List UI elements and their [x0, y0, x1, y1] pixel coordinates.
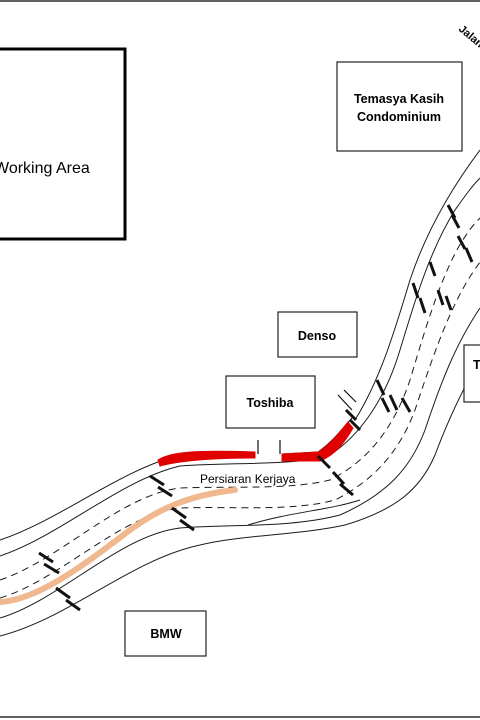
bmw-label: BMW	[150, 627, 181, 641]
temasya-kasih-box: Temasya Kasih Condominium	[336, 61, 463, 152]
working-area-box: Working Area	[0, 47, 127, 241]
traffic-markers	[38, 204, 474, 612]
partial-t-label: T	[473, 358, 480, 372]
jalan-label: Jalan	[456, 23, 480, 50]
denso-label: Denso	[298, 329, 337, 343]
toshiba-label: Toshiba	[247, 396, 295, 410]
bmw-box: BMW	[124, 610, 207, 657]
orange-highlight-route	[0, 487, 238, 605]
temasya-label-line1: Temasya Kasih	[354, 92, 444, 106]
partial-t-box: T	[463, 344, 480, 403]
toshiba-box: Toshiba	[225, 375, 316, 429]
street-label: Persiaran Kerjaya	[200, 472, 296, 486]
red-highlight-segments	[157, 421, 354, 467]
road-edges	[0, 149, 480, 637]
denso-box: Denso	[277, 311, 358, 358]
temasya-label-line2: Condominium	[357, 110, 441, 124]
entrance-markers	[257, 389, 357, 454]
working-area-label: Working Area	[0, 160, 90, 177]
